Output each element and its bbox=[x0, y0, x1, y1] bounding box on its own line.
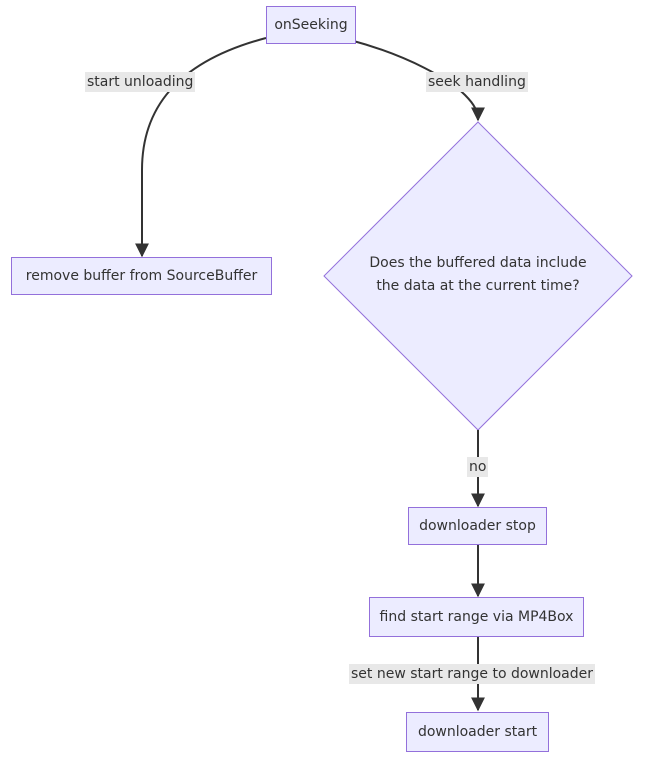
node-downloader-stop: downloader stop bbox=[408, 507, 547, 545]
edge-start-unloading bbox=[135, 37, 267, 258]
label-no: no bbox=[467, 457, 489, 477]
node-on-seeking: onSeeking bbox=[266, 6, 356, 44]
node-find-start-range: find start range via MP4Box bbox=[369, 597, 584, 637]
label-seek-handling: seek handling bbox=[426, 72, 528, 92]
decision-line-1: Does the buffered data include bbox=[369, 255, 587, 271]
label-start-unloading: start unloading bbox=[85, 72, 196, 92]
label-set-new-start-range: set new start range to downloader bbox=[349, 664, 596, 684]
node-downloader-start: downloader start bbox=[406, 712, 549, 752]
decision-line-2: the data at the current time? bbox=[376, 278, 580, 294]
node-remove-buffer: remove buffer from SourceBuffer bbox=[11, 257, 272, 295]
node-decision-text: Does the buffered data include the data … bbox=[330, 252, 626, 298]
